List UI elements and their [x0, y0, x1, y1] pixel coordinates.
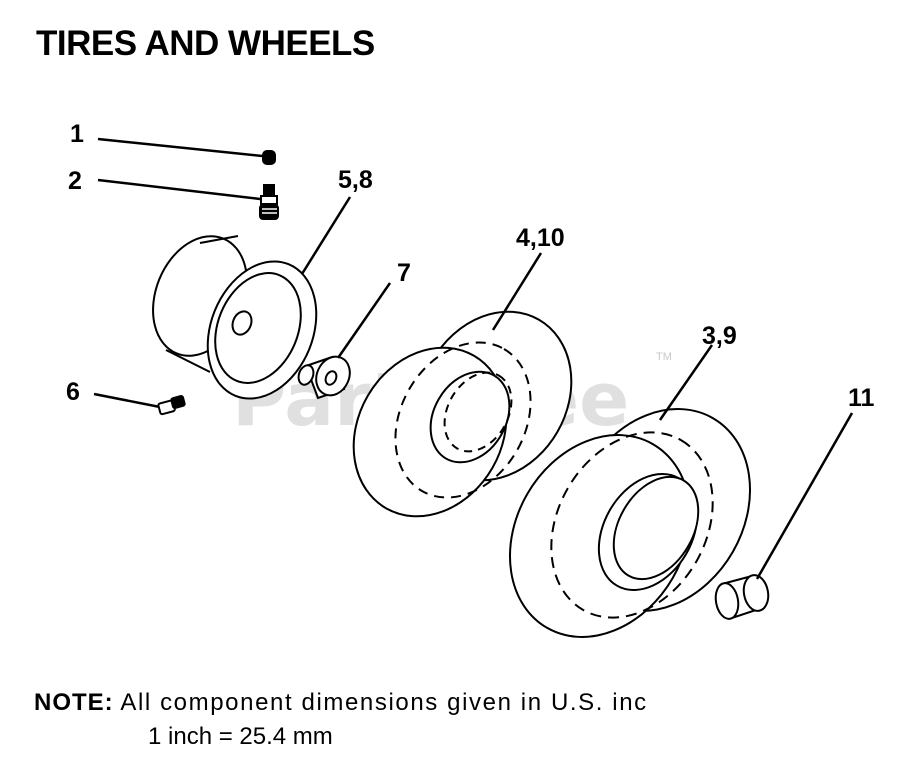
callout-6: 6 — [66, 378, 80, 406]
note-text: All component dimensions given in U.S. i… — [120, 689, 648, 716]
part-2-valve-stem[interactable] — [97, 178, 279, 220]
part-1-valve-cap[interactable] — [97, 137, 276, 165]
watermark-tm: TM — [656, 351, 672, 363]
part-11-hub-cap[interactable] — [713, 412, 854, 621]
callout-4-10: 4,10 — [516, 224, 565, 252]
part-3-9-tire[interactable] — [474, 344, 785, 670]
page-title: TIRES AND WHEELS — [36, 24, 375, 63]
callout-1: 1 — [70, 120, 84, 148]
part-4-10-tire[interactable] — [324, 252, 602, 544]
part-5-8-wheel-rim[interactable] — [136, 196, 352, 415]
note: NOTE: All component dimensions given in … — [34, 688, 804, 718]
callout-5-8: 5,8 — [338, 166, 373, 194]
callout-7: 7 — [397, 259, 411, 287]
callout-3-9: 3,9 — [702, 322, 737, 350]
part-6-grease-fitting[interactable] — [93, 392, 186, 416]
callout-2: 2 — [68, 167, 82, 195]
note-conversion: 1 inch = 25.4 mm — [148, 723, 333, 750]
part-7-bushing[interactable] — [296, 282, 392, 401]
callout-11: 11 — [848, 384, 875, 412]
note-label: NOTE: — [34, 689, 114, 716]
